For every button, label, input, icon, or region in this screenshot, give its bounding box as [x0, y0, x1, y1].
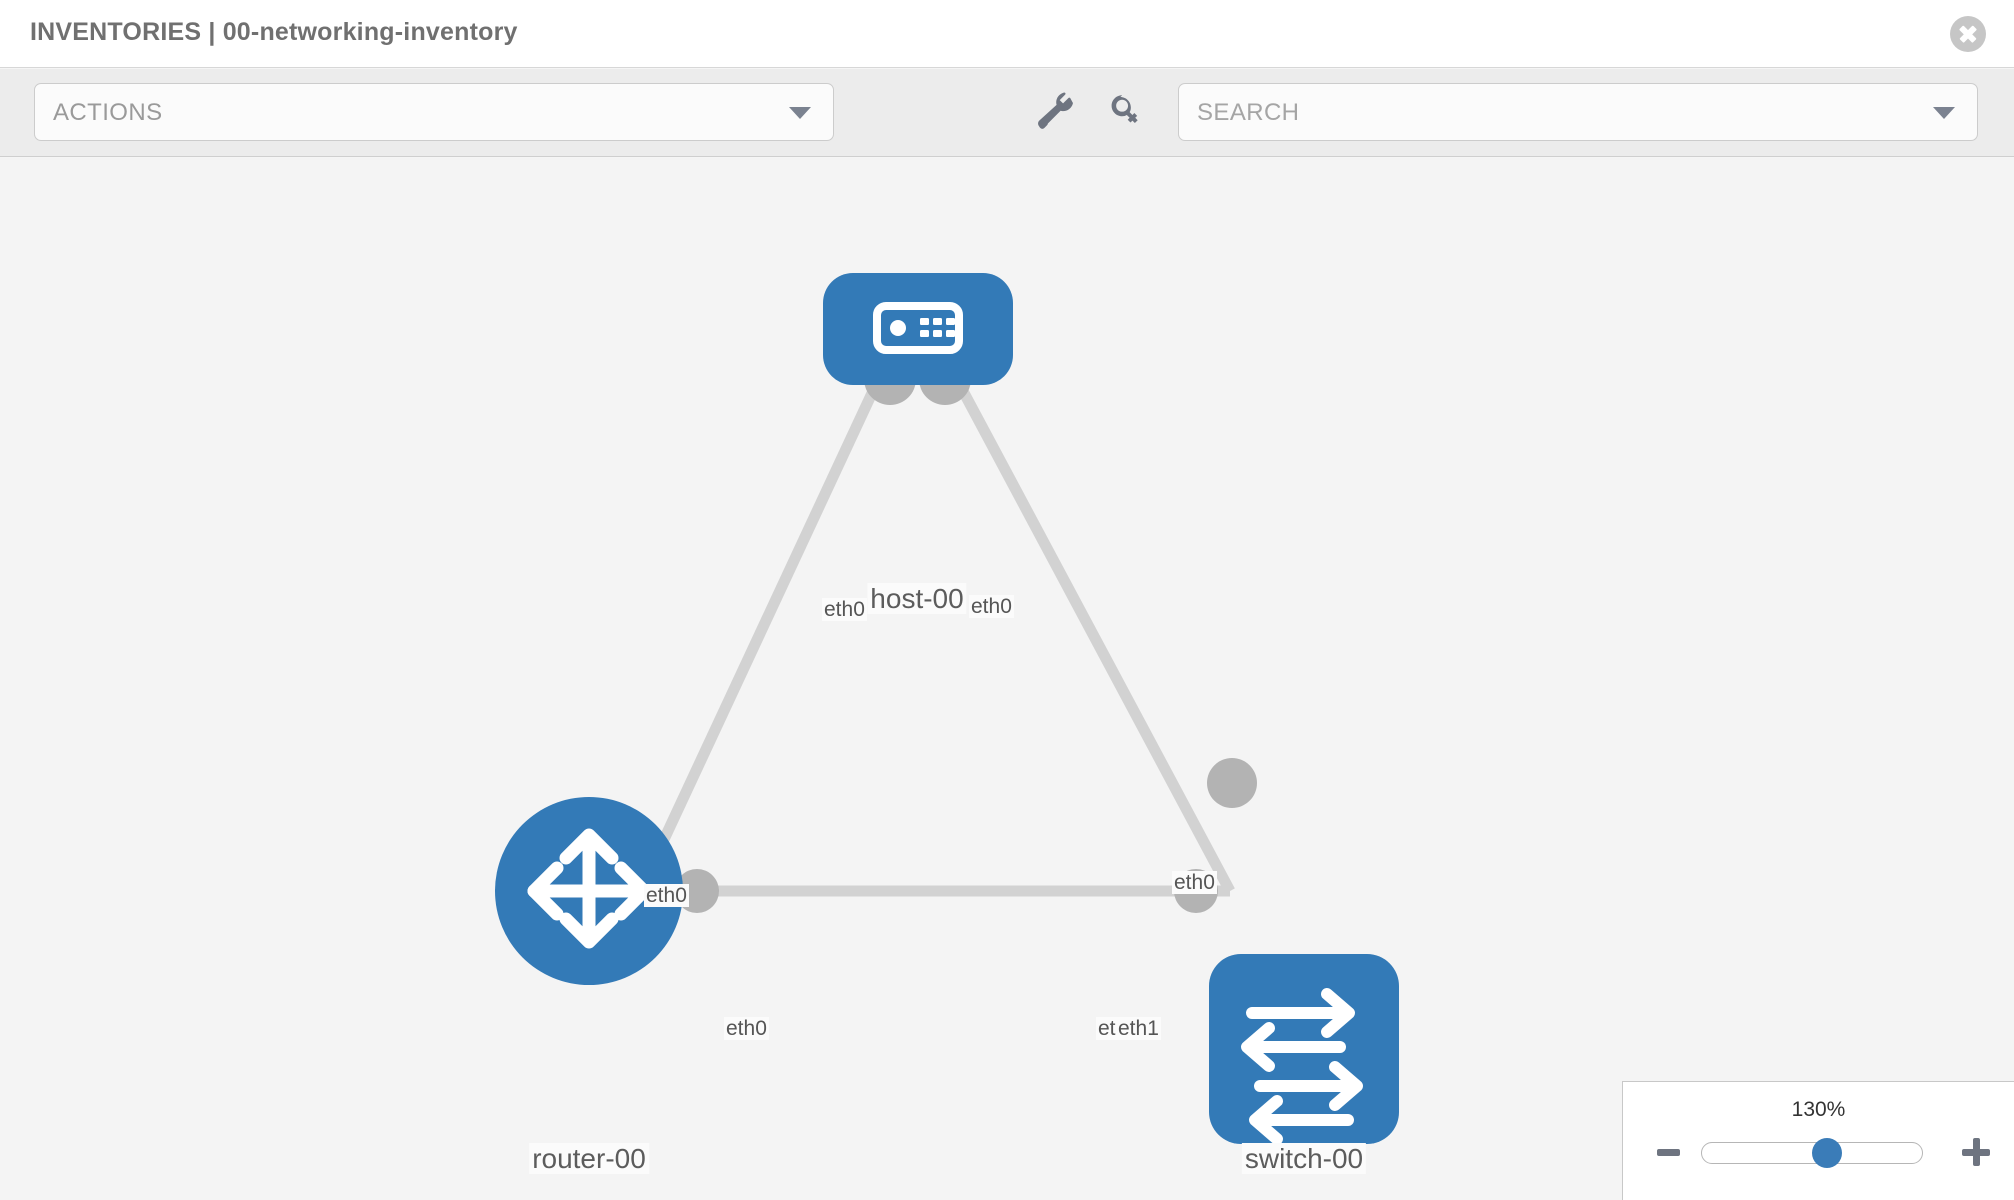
zoom-slider-thumb[interactable]	[1812, 1138, 1843, 1168]
toolbar: ACTIONS SEARCH	[0, 69, 2014, 157]
node-label-switch-00: switch-00	[1241, 1143, 1367, 1175]
chevron-down-icon[interactable]	[1933, 107, 1955, 119]
page-header: INVENTORIES | 00-networking-inventory	[0, 0, 2014, 68]
node-label-router-00: router-00	[529, 1143, 649, 1175]
link-group	[635, 373, 1235, 897]
switch-arrows-icon	[1241, 988, 1363, 1145]
chevron-down-icon	[789, 107, 811, 119]
iface-label-router00-host00: eth0	[644, 884, 689, 908]
zoom-slider[interactable]	[1701, 1138, 1923, 1168]
iface-label-switch00-host00: eth0	[1172, 871, 1217, 895]
node-switch-00[interactable]	[1209, 954, 1399, 1145]
plus-icon[interactable]	[1962, 1138, 1990, 1166]
topology-canvas[interactable]: host-00 router-00 switch-00 eth0 eth0 et…	[0, 158, 2014, 1200]
search-input[interactable]: SEARCH	[1178, 83, 1978, 141]
server-icon	[873, 302, 963, 354]
close-icon[interactable]	[1950, 16, 1986, 52]
actions-dropdown[interactable]: ACTIONS	[34, 83, 834, 141]
search-placeholder: SEARCH	[1197, 99, 1300, 126]
key-icon[interactable]	[1106, 91, 1148, 133]
router-arrows-icon	[527, 828, 651, 949]
endpoint-switch00-top[interactable]	[1207, 758, 1257, 808]
topology-graph	[495, 273, 1399, 1145]
minus-icon[interactable]	[1657, 1149, 1680, 1156]
wrench-icon[interactable]	[1034, 91, 1076, 133]
toolbar-icon-group	[1034, 91, 1148, 133]
zoom-control-panel: 130%	[1622, 1081, 2014, 1200]
iface-label-host00-router00: eth0	[822, 598, 867, 622]
iface-label-router00-switch00: eth0	[724, 1017, 769, 1041]
page-title: INVENTORIES | 00-networking-inventory	[30, 18, 518, 46]
zoom-percent-label: 130%	[1791, 1098, 1846, 1121]
node-host-00[interactable]	[823, 273, 1013, 385]
node-router-00[interactable]	[495, 797, 683, 985]
actions-dropdown-label: ACTIONS	[53, 99, 163, 126]
link-host00-switch00[interactable]	[950, 373, 1235, 894]
node-label-host-00: host-00	[867, 583, 967, 615]
iface-label-switch00-router00: eth1	[1116, 1017, 1161, 1041]
iface-label-host00-switch00: eth0	[969, 595, 1014, 619]
zoom-slider-row	[1623, 1134, 2014, 1174]
link-host00-router00[interactable]	[635, 373, 885, 894]
